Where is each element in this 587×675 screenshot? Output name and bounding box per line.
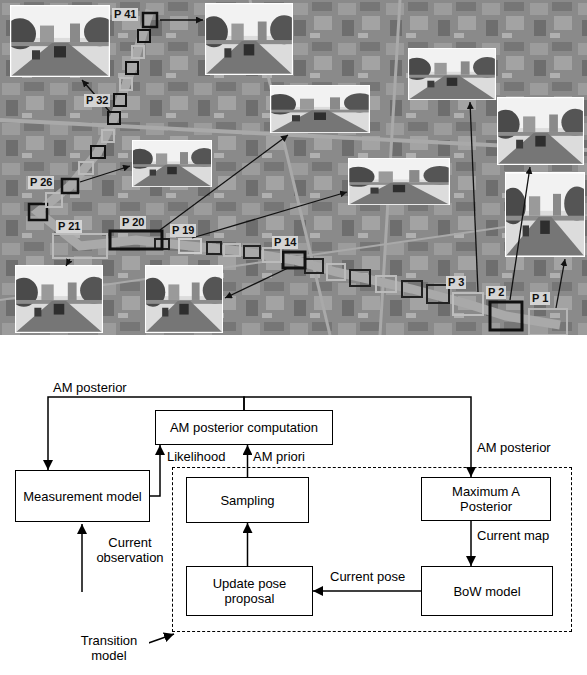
box-label: Sampling [220,493,274,508]
aerial-map [0,0,587,335]
flow-arrow [313,590,421,592]
box-label: Measurement model [23,489,142,504]
callout-number: P 14 [272,236,298,249]
box-label: Update pose proposal [193,576,306,606]
edge-label: AM posterior [476,440,552,455]
process-box: BoW model [421,566,553,616]
callout-number: P 1 [530,292,550,305]
group-label: Transition model [69,633,149,663]
callout-number: P 32 [84,94,110,107]
flow-arrow [150,445,160,496]
callout-number: P 20 [120,216,146,229]
process-box: AM posterior computation [155,410,333,445]
callout-number: P 21 [56,220,82,233]
edge-label: AM priori [252,449,306,464]
flow-arrow [470,521,472,566]
box-label: Maximum A Posterior [428,484,544,514]
flow-arrow [247,445,249,477]
process-box: Maximum A Posterior [421,477,551,521]
callout-number: P 41 [112,8,138,21]
flow-arrow [247,523,249,566]
edge-label: Current map [476,528,550,543]
street-photos [4,3,587,333]
photo-pointers [66,20,565,308]
callout-number: P 26 [28,176,54,189]
process-box: Sampling [186,477,309,523]
process-box: Measurement model [15,470,150,522]
group-box: Transition modelSamplingMaximum A Poster… [172,467,572,632]
edge-label: Current pose [329,569,406,584]
callout-number: P 19 [170,224,196,237]
process-box: Update pose proposal [186,566,313,616]
map-ground [0,0,587,335]
box-label: BoW model [453,584,520,599]
callout-number: P 2 [486,286,506,299]
input-arrow [81,524,83,592]
box-label: AM posterior computation [170,420,318,435]
map-roads [0,0,587,335]
edge-label: Likelihood [166,449,227,464]
callout-number: P 3 [446,276,466,289]
input-label: Current observation [90,535,170,565]
edge-label: AM posterior [52,380,128,395]
